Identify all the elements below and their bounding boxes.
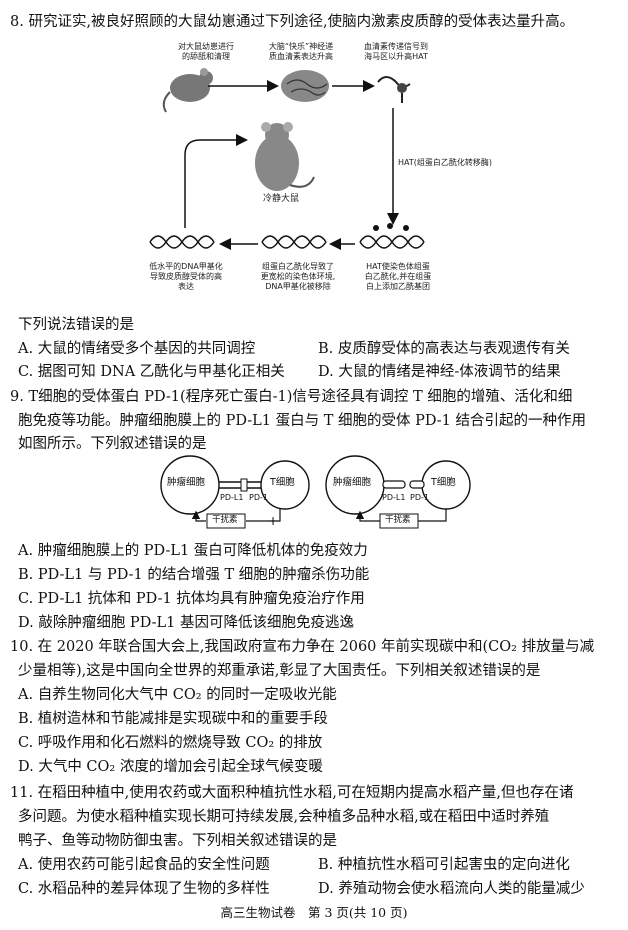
q8-hat-label: HAT(组蛋白乙酰化转移酶) bbox=[398, 158, 492, 167]
q8-box1: 对大鼠幼崽进行的舔舐和清理 bbox=[178, 42, 234, 61]
q9-pd1-label-left: PD-1 bbox=[249, 493, 268, 502]
neuron-icon bbox=[377, 76, 411, 103]
q9-stem-line3: 如图所示。下列叙述错误的是 bbox=[18, 436, 207, 452]
q8-bottom-mid: 组蛋白乙酰化导致了更宽松的染色体环境,DNA甲基化被移除 bbox=[260, 262, 336, 291]
q9-tumor-label-left: 肿瘤细胞 bbox=[167, 477, 206, 488]
q9-diagram-art: + bbox=[160, 455, 471, 529]
q11-stem-line2: 多问题。为使水稻种植实现长期可持续发展,会种植多品种水稻,或在稻田中适时养殖 bbox=[18, 809, 550, 825]
q9-pdl1-label-left: PD-L1 bbox=[220, 493, 244, 502]
rat-icon bbox=[162, 68, 213, 113]
dna-icon bbox=[261, 235, 327, 249]
q8-option-d: D. 大鼠的情绪是神经-体液调节的结果 bbox=[318, 364, 561, 380]
q10-option-b: B. 植树造林和节能减排是实现碳中和的重要手段 bbox=[18, 711, 328, 727]
q9-tcell-label-left: T细胞 bbox=[270, 477, 295, 488]
q9-option-d: D. 敲除肿瘤细胞 PD-L1 基因可降低该细胞免疫逃逸 bbox=[18, 615, 354, 631]
q10-stem-line2: 少量相等),这是中国向全世界的郑重承诺,彰显了大国责任。下列相关叙述错误的是 bbox=[18, 663, 541, 679]
q9-option-a: A. 肿瘤细胞膜上的 PD-L1 蛋白可降低机体的免疫效力 bbox=[18, 543, 368, 559]
q11-option-a: A. 使用农药可能引起食品的安全性问题 bbox=[18, 857, 270, 873]
q8-stem: 8. 研究证实,被良好照顾的大鼠幼崽通过下列途径,使脑内激素皮质醇的受体表达量升… bbox=[10, 14, 575, 30]
svg-text:+: + bbox=[268, 514, 278, 528]
dna-icon bbox=[359, 223, 425, 249]
q9-interferon-label-right: 干扰素 bbox=[385, 515, 411, 525]
q8-option-b: B. 皮质醇受体的高表达与表观遗传有关 bbox=[318, 341, 570, 357]
q11-stem-line1: 11. 在稻田种植中,使用农药或大面积种植抗性水稻,可在短期内提高水稻产量,但也… bbox=[10, 785, 574, 801]
q10-option-a: A. 自养生物同化大气中 CO₂ 的同时一定吸收光能 bbox=[18, 687, 337, 703]
q9-tcell-label-right: T细胞 bbox=[431, 477, 456, 488]
q8-bottom-left: 低水平的DNA甲基化导致皮质醇受体的高表达 bbox=[149, 262, 223, 291]
dna-icon bbox=[149, 235, 215, 249]
q9-tumor-label-right: 肿瘤细胞 bbox=[333, 477, 372, 488]
q8-box3: 血清素传递信号到海马区以升高HAT bbox=[364, 42, 428, 61]
q8-option-c: C. 据图可知 DNA 乙酰化与甲基化正相关 bbox=[18, 364, 285, 380]
calm-rat-icon bbox=[255, 122, 315, 191]
q8-box2: 大脑“快乐”神经递质血清素表达升高 bbox=[268, 42, 334, 61]
q9-stem-line2: 胞免疫等功能。肿瘤细胞膜上的 PD-L1 蛋白与 T 细胞的受体 PD-1 结合… bbox=[18, 413, 587, 429]
q8-option-a: A. 大鼠的情绪受多个基因的共同调控 bbox=[18, 341, 256, 357]
q10-option-c: C. 呼吸作用和化石燃料的燃烧导致 CO₂ 的排放 bbox=[18, 735, 323, 751]
q11-option-c: C. 水稻品种的差异体现了生物的多样性 bbox=[18, 881, 270, 897]
q10-option-d: D. 大气中 CO₂ 浓度的增加会引起全球气候变暖 bbox=[18, 759, 323, 775]
q9-interferon-label-left: 干扰素 bbox=[212, 515, 238, 525]
q8-calm-rat-label: 冷静大鼠 bbox=[262, 194, 299, 204]
q8-bottom-right: HAT使染色体组蛋白乙酰化,并在组蛋白上添加乙酰基团 bbox=[364, 262, 432, 291]
q10-stem-line1: 10. 在 2020 年联合国大会上,我国政府宣布力争在 2060 年前实现碳中… bbox=[10, 639, 595, 655]
q9-stem-line1: 9. T细胞的受体蛋白 PD-1(程序死亡蛋白-1)信号途径具有调控 T 细胞的… bbox=[10, 389, 573, 405]
q11-stem-line3: 鸭子、鱼等动物防御虫害。下列相关叙述错误的是 bbox=[18, 833, 337, 849]
q8-diagram-art bbox=[149, 68, 425, 250]
q8-lead: 下列说法错误的是 bbox=[18, 317, 134, 333]
q9-option-c: C. PD-L1 抗体和 PD-1 抗体均具有肿瘤免疫治疗作用 bbox=[18, 591, 365, 607]
q11-option-b: B. 种植抗性水稻可引起害虫的定向进化 bbox=[318, 857, 570, 873]
page-footer: 高三生物试卷 第 3 页(共 10 页) bbox=[220, 905, 408, 920]
q11-option-d: D. 养殖动物会使水稻流向人类的能量减少 bbox=[318, 881, 585, 897]
q9-pdl1-label-right: PD-L1 bbox=[382, 493, 406, 502]
q9-pd1-label-right: PD-1 bbox=[410, 493, 429, 502]
brain-icon bbox=[281, 70, 329, 102]
q9-option-b: B. PD-L1 与 PD-1 的结合增强 T 细胞的肿瘤杀伤功能 bbox=[18, 567, 370, 583]
